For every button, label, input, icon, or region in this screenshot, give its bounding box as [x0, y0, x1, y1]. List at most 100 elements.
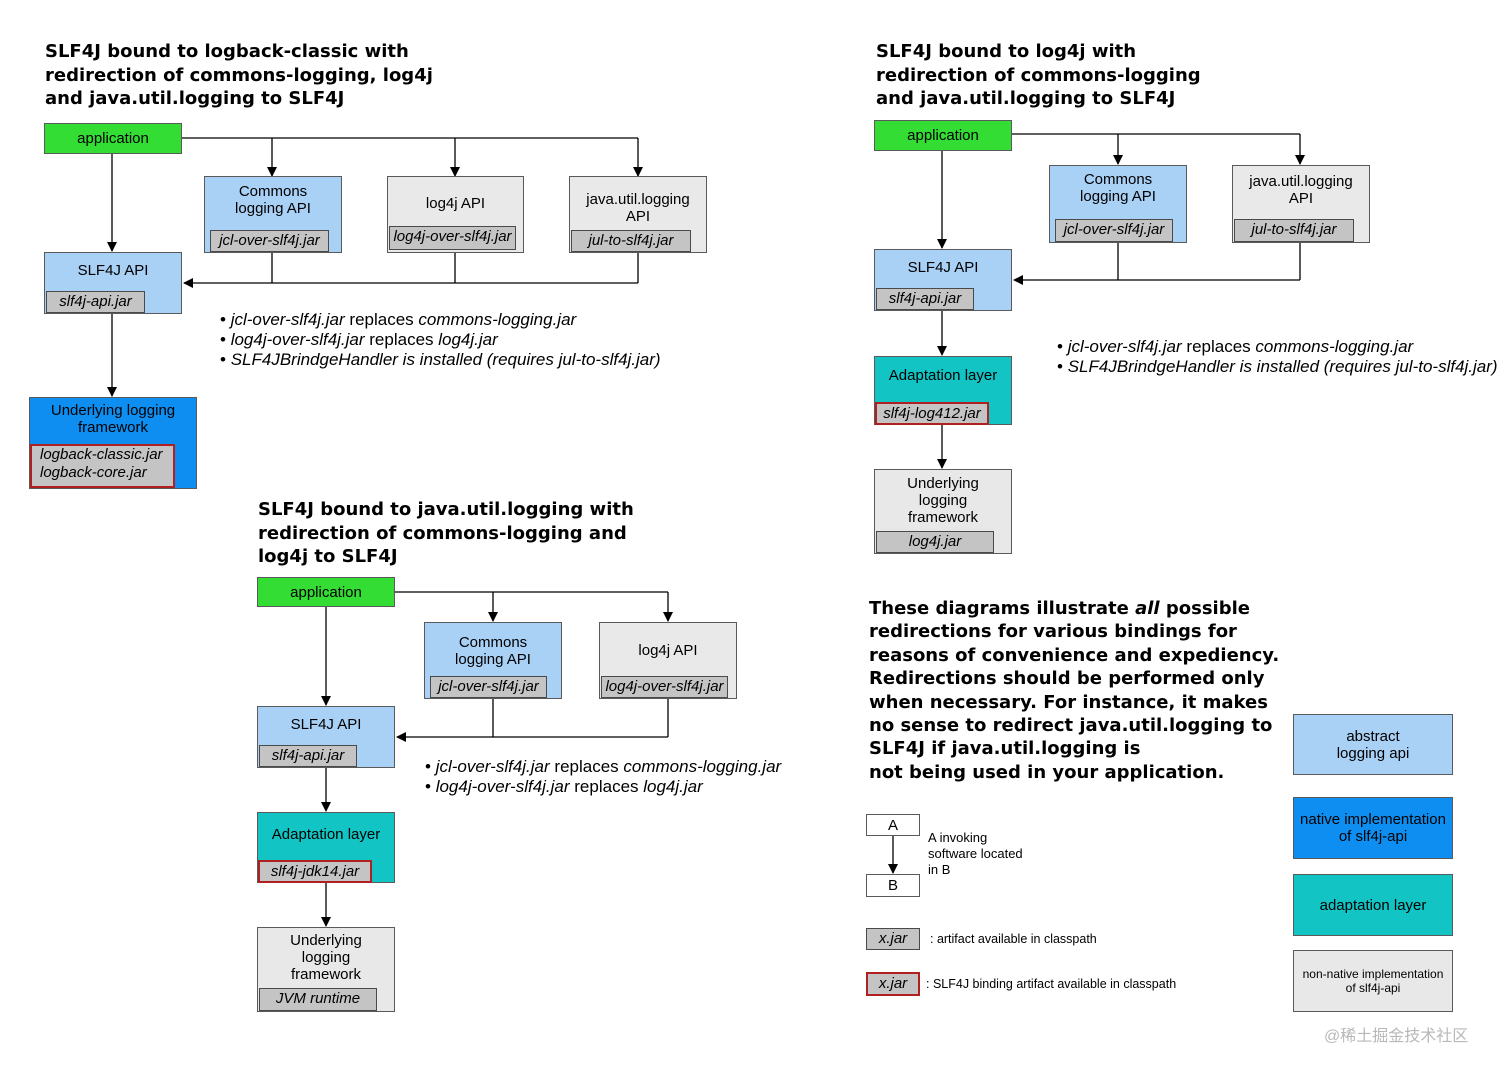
jcl-over-slf4j-jar: jcl-over-slf4j.jar: [1055, 219, 1173, 242]
underlying-label: Underlying: [290, 932, 362, 949]
jcl-over-slf4j-jar: jcl-over-slf4j.jar: [210, 230, 329, 252]
slf4j-api-jar: slf4j-api.jar: [46, 291, 145, 313]
jul-api-label: API: [1288, 190, 1314, 207]
diagram3-underlying-box: Underlying logging framework JVM runtime: [257, 927, 395, 1012]
note-item: log4j-over-slf4j.jar replaces log4j.jar: [220, 330, 661, 350]
legend-adaptation-label: adaptation layer: [1319, 896, 1427, 914]
underlying-label: logging: [301, 949, 351, 966]
legend-non-native-line: of slf4j-api: [1345, 981, 1401, 995]
application-label: application: [290, 584, 362, 601]
diagram1-log4j-api-box: log4j API log4j-over-slf4j.jar: [387, 176, 524, 253]
underlying-label: framework: [77, 419, 148, 436]
legend-non-native-impl: non-native implementation of slf4j-api: [1293, 950, 1453, 1012]
legend-adaptation-layer: adaptation layer: [1293, 874, 1453, 936]
legend-abstract-line: abstract: [1346, 727, 1400, 745]
diagram2-application-box: application: [874, 120, 1012, 151]
jul-to-slf4j-jar: jul-to-slf4j.jar: [571, 230, 691, 252]
legend-native-impl: native implementation of slf4j-api: [1293, 797, 1453, 859]
explanation-line: Redirections should be performed only: [869, 668, 1265, 690]
legend-invoking-line: software located: [928, 846, 1023, 861]
diagram3-title-line: redirection of commons-logging and: [258, 522, 627, 544]
diagram2-notes: jcl-over-slf4j.jar replaces commons-logg…: [1057, 337, 1498, 377]
log4j-over-slf4j-jar: log4j-over-slf4j.jar: [601, 676, 728, 698]
diagram1-application-box: application: [44, 123, 182, 154]
watermark-text: @稀土掘金技术社区: [1324, 1028, 1469, 1045]
diagram3-title-line: log4j to SLF4J: [258, 546, 398, 567]
diagram2-jul-api-box: java.util.logging API jul-to-slf4j.jar: [1232, 165, 1370, 243]
commons-api-label: Commons: [1083, 171, 1153, 188]
application-label: application: [77, 130, 149, 147]
note-item: jcl-over-slf4j.jar replaces commons-logg…: [425, 757, 782, 777]
legend-jar-desc: : artifact available in classpath: [930, 932, 1097, 946]
legend-invoking-line: A invoking: [928, 830, 988, 845]
log4j-jar: log4j.jar: [876, 531, 994, 553]
underlying-label: framework: [907, 509, 978, 526]
note-item: SLF4JBrindgeHandler is installed (requir…: [1057, 357, 1498, 377]
diagram1-jul-api-box: java.util.logging API jul-to-slf4j.jar: [569, 176, 707, 253]
diagram1-underlying-box: Underlying logging framework logback-cla…: [29, 397, 197, 489]
explanation-line: when necessary. For instance, it makes: [869, 691, 1268, 713]
diagram3-application-box: application: [257, 577, 395, 607]
underlying-label: Underlying: [907, 475, 979, 492]
explanation-line: no sense to redirect java.util.logging t…: [869, 715, 1273, 737]
jul-to-slf4j-jar: jul-to-slf4j.jar: [1234, 219, 1354, 242]
slf4j-api-jar: slf4j-api.jar: [259, 745, 357, 767]
slf4j-api-label: SLF4J API: [907, 259, 979, 276]
diagram2-title-line: and java.util.logging to SLF4J: [876, 88, 1176, 109]
diagram1-title-line: SLF4J bound to logback-classic with: [45, 41, 409, 62]
explanation-line: not being used in your application.: [869, 761, 1225, 783]
diagram2-title-line: SLF4J bound to log4j with: [876, 41, 1137, 62]
legend-invoking-text: A invoking software located in B: [928, 830, 1023, 878]
application-label: application: [907, 127, 979, 144]
legend-binding-jar-sample: x.jar: [866, 972, 920, 996]
diagram2-underlying-box: Underlying logging framework log4j.jar: [874, 469, 1012, 554]
diagram2-adaptation-box: Adaptation layer slf4j-log412.jar: [874, 356, 1012, 425]
diagram3-log4j-api-box: log4j API log4j-over-slf4j.jar: [599, 622, 737, 699]
adaptation-label: Adaptation layer: [888, 367, 998, 384]
explanation-line: SLF4J if java.util.logging is: [869, 738, 1141, 760]
diagram3-slf4j-api-box: SLF4J API slf4j-api.jar: [257, 706, 395, 768]
diagram2-title: SLF4J bound to log4j with redirection of…: [876, 40, 1201, 111]
legend-a-label: A: [887, 816, 898, 834]
legend-binding-desc: : SLF4J binding artifact available in cl…: [926, 977, 1177, 991]
diagram1-commons-api-box: Commons logging API jcl-over-slf4j.jar: [204, 176, 342, 253]
legend-box-b: B: [866, 874, 920, 897]
adaptation-label: Adaptation layer: [271, 826, 381, 843]
logback-core-jar: logback-core.jar: [40, 464, 147, 481]
underlying-label: logging: [918, 492, 968, 509]
commons-api-label: Commons: [458, 634, 528, 651]
legend-abstract-line: logging api: [1336, 744, 1410, 762]
underlying-label: framework: [290, 966, 361, 983]
note-item: jcl-over-slf4j.jar replaces commons-logg…: [220, 310, 661, 330]
explanation-line: These diagrams illustrate all possible: [869, 598, 1250, 619]
logback-classic-jar: logback-classic.jar: [40, 446, 163, 463]
jcl-over-slf4j-jar: jcl-over-slf4j.jar: [430, 676, 547, 698]
diagram1-notes: jcl-over-slf4j.jar replaces commons-logg…: [220, 310, 661, 370]
jul-api-label: java.util.logging: [1249, 173, 1353, 190]
line-redirect-3: [397, 699, 669, 737]
log4j-api-label: log4j API: [638, 642, 698, 659]
jvm-runtime-jar: JVM runtime: [259, 988, 377, 1011]
commons-api-label: logging API: [455, 651, 531, 668]
legend-non-native-line: non-native implementation: [1302, 967, 1444, 981]
diagram3-adaptation-box: Adaptation layer slf4j-jdk14.jar: [257, 812, 395, 883]
commons-api-label: logging API: [235, 200, 311, 217]
explanation-line: redirections for various bindings for: [869, 621, 1237, 643]
diagram3-commons-api-box: Commons logging API jcl-over-slf4j.jar: [424, 622, 562, 699]
legend-b-label: B: [887, 877, 898, 894]
slf4j-api-jar: slf4j-api.jar: [876, 288, 974, 310]
commons-api-label: logging API: [1080, 188, 1156, 205]
log4j-over-slf4j-jar: log4j-over-slf4j.jar: [389, 226, 516, 250]
logback-jars: logback-classic.jar logback-core.jar: [30, 444, 175, 488]
note-item: log4j-over-slf4j.jar replaces log4j.jar: [425, 777, 781, 797]
legend-abstract-api: abstract logging api: [1293, 714, 1453, 775]
legend-native-line: of slf4j-api: [1338, 828, 1408, 845]
legend-invoking-line: in B: [928, 862, 951, 877]
slf4j-log412-jar: slf4j-log412.jar: [875, 402, 989, 425]
diagram3-title: SLF4J bound to java.util.logging with re…: [258, 498, 634, 569]
diagram1-title-line: redirection of commons-logging, log4j: [45, 64, 433, 86]
diagram2-title-line: redirection of commons-logging: [876, 64, 1201, 86]
slf4j-jdk14-jar: slf4j-jdk14.jar: [258, 860, 372, 883]
